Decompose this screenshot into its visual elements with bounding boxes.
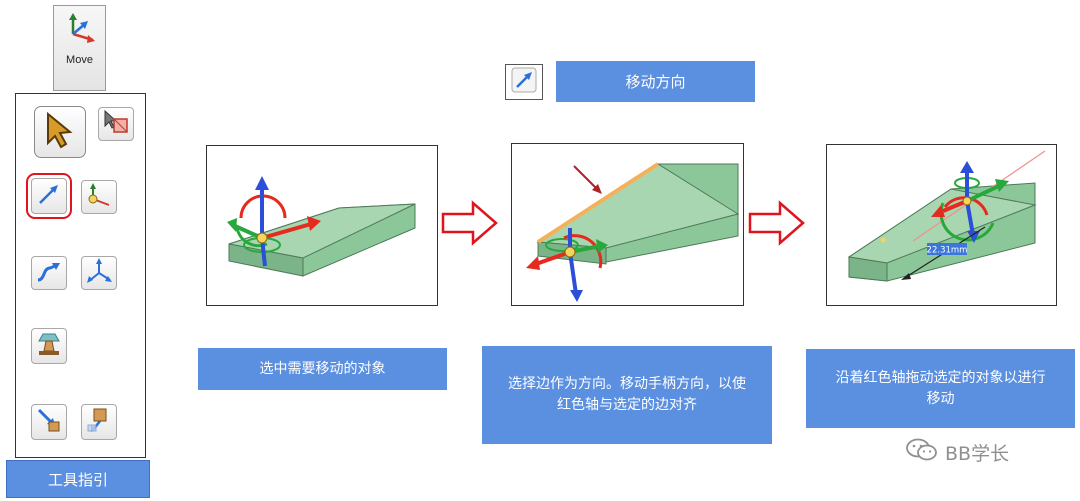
move-triad-icon xyxy=(63,12,97,48)
copy-move-icon xyxy=(85,406,113,438)
step-2-viewport xyxy=(511,143,744,306)
step-3-model-image: 22.31mm xyxy=(847,150,1046,282)
dimension-readout[interactable]: 22.31mm xyxy=(927,246,968,256)
move-direction-icon xyxy=(511,67,537,97)
move-direction-tool-button[interactable] xyxy=(26,173,72,219)
anchor-tool-button[interactable] xyxy=(81,180,117,214)
pivot-triad-icon xyxy=(85,257,113,289)
step-3-caption: 沿着红色轴拖动选定的对象以进行移动 xyxy=(806,349,1075,428)
move-along-path-tool-button[interactable] xyxy=(31,256,67,290)
step-3-viewport: 22.31mm xyxy=(826,144,1057,306)
watermark: BB学长 xyxy=(905,437,1055,467)
move-label: Move xyxy=(66,54,93,66)
tool-guide-label: 工具指引 xyxy=(6,460,150,498)
select-box-tool-button[interactable] xyxy=(98,107,134,141)
ruler-block-icon xyxy=(35,330,63,362)
step-arrow-2 xyxy=(748,200,805,246)
anchor-icon xyxy=(85,181,113,213)
wechat-icon xyxy=(905,437,939,468)
step-arrow-1 xyxy=(441,200,498,246)
ruler-tool-button[interactable] xyxy=(31,328,67,364)
move-tool-panel xyxy=(15,93,146,458)
select-arrow-icon xyxy=(43,111,77,153)
select-box-icon xyxy=(102,109,130,139)
step-1-caption: 选中需要移动的对象 xyxy=(198,348,447,390)
up-to-icon xyxy=(35,406,63,438)
step-2-model-image xyxy=(526,162,740,302)
move-direction-icon xyxy=(36,181,62,211)
move-button[interactable]: Move xyxy=(53,5,106,91)
pivot-tool-button[interactable] xyxy=(81,256,117,290)
move-direction-icon-box[interactable] xyxy=(505,64,543,100)
path-arrow-icon xyxy=(35,258,63,288)
step-1-model-image xyxy=(227,176,416,277)
watermark-text: BB学长 xyxy=(945,442,1010,465)
move-direction-label: 移动方向 xyxy=(556,61,755,102)
step-2-caption: 选择边作为方向。移动手柄方向，以使红色轴与选定的边对齐 xyxy=(482,346,772,444)
up-to-tool-button[interactable] xyxy=(31,404,67,440)
select-tool-button[interactable] xyxy=(34,106,86,158)
step-1-viewport xyxy=(206,145,438,306)
copy-move-tool-button[interactable] xyxy=(81,404,117,440)
